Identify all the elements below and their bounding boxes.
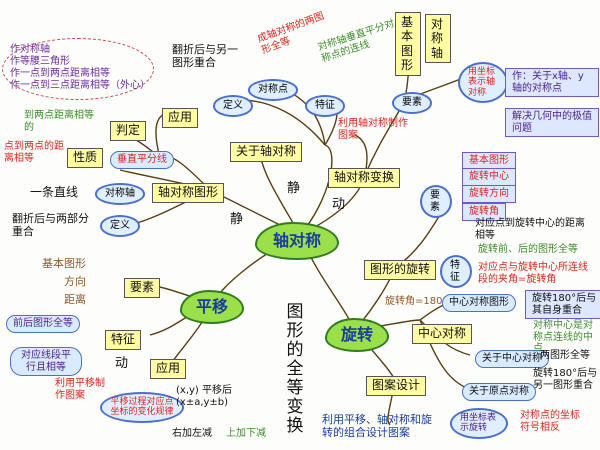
defn-note-left: 翻折后与两部分重合 xyxy=(12,212,89,238)
translation-element-3: 距离 xyxy=(64,293,86,306)
rotation-feature-node: 特征 xyxy=(440,255,472,288)
translation-elements-node: 要素 xyxy=(124,278,161,298)
dynamic-label-2: 动 xyxy=(115,356,129,371)
central-sym-figure-node: 中心对称图形 xyxy=(442,294,516,312)
feature-node-top: 特征 xyxy=(305,95,345,117)
elements-node-top: 要素 xyxy=(392,92,432,114)
element-basic-figure: 基本图形 xyxy=(395,12,421,76)
translation-feature-1: 前后图形全等 xyxy=(6,315,80,333)
property-node: 性质 xyxy=(67,148,104,168)
pattern-design-node: 图案设计 xyxy=(366,376,427,396)
rotation-elements-node: 要素 xyxy=(420,185,452,218)
rotation-element-4: 旋转角 xyxy=(462,203,506,221)
translation-apply-note: 利用平移制作图案 xyxy=(55,378,105,401)
line-note: 一条直线 xyxy=(30,185,79,199)
apply-note-1: 作对称轴 xyxy=(10,44,50,55)
perp-bisector-node: 垂直平分线 xyxy=(110,151,174,169)
rotation-node: 旋转 xyxy=(325,318,389,352)
origin-note: 对称点的坐标符号相反 xyxy=(520,410,580,433)
translation-feature-node: 特征 xyxy=(105,330,142,350)
defn-node-top: 定义 xyxy=(213,95,253,117)
coord-node: 用坐标表示轴对称 xyxy=(458,62,508,104)
dynamic-label: 动 xyxy=(332,197,346,212)
translation-ud: 上加下减 xyxy=(226,428,266,439)
translation-lr: 右加左减 xyxy=(172,428,212,439)
central-sym-box: 旋转180°后与其自身重合 xyxy=(525,290,600,319)
axis-sym-figure-node: 轴对称图形 xyxy=(152,183,225,203)
defn-note-top: 翻折后与另一图形重合 xyxy=(172,43,238,69)
axis-label-node: 对称轴 xyxy=(95,183,145,205)
criterion-note: 到两点距离相等的 xyxy=(24,110,94,133)
about-central-note-1: 对称中心是对称点连线的中点 xyxy=(533,320,593,354)
translation-apply-node: 应用 xyxy=(150,359,187,379)
translation-element-2: 方向 xyxy=(64,275,86,288)
vertical-title: 图形的全等变换 xyxy=(282,302,303,435)
translation-element-1: 基本图形 xyxy=(42,257,86,270)
rotation-figure-node: 图形的旋转 xyxy=(364,260,437,280)
coord-box-1: 作：关于x轴、y轴的对称点 xyxy=(505,68,599,97)
about-axis-node: 关于轴对称 xyxy=(230,142,303,162)
defn-node-left: 定义 xyxy=(100,215,140,237)
rotation-element-1: 基本图形 xyxy=(462,152,516,170)
translation-feature-2: 对应线段平行且相等 xyxy=(10,347,82,376)
central-sym-node: 中心对称 xyxy=(412,324,473,344)
rotation-coord-node: 用坐标表示旋转 xyxy=(450,408,508,439)
translation-node: 平移 xyxy=(180,290,244,324)
translation-coord-rule: (x,y) 平移后 (x±a,y±b) xyxy=(176,385,232,408)
origin-sym-node: 关于原点对称 xyxy=(462,383,536,401)
criterion-node: 判定 xyxy=(110,121,147,141)
about-central-node: 关于中心对称 xyxy=(475,350,549,368)
center-node: 轴对称 xyxy=(255,222,339,260)
apply-node-top: 应用 xyxy=(162,108,199,128)
rot180-note: 旋转180°后与另一图形重合 xyxy=(533,368,598,391)
axis-transform-node: 轴对称变换 xyxy=(328,168,401,188)
property-note: 点到两点的距离相等 xyxy=(4,141,64,164)
rotation-element-2: 旋转中心 xyxy=(462,168,516,186)
rotation-feature-3: 对应点与旋转中心所连线段的夹角=旋转角 xyxy=(478,262,588,285)
pattern-design-note: 利用平移、轴对称和旋转的组合设计图案 xyxy=(322,413,432,439)
rotation-angle-note: 旋转角=180° xyxy=(385,296,448,307)
rotation-element-3: 旋转方向 xyxy=(462,185,516,203)
apply-note-4: 作一点到三点距离相等（外心） xyxy=(10,80,150,91)
translation-process-node: 平移过程对应点坐标的变化规律 xyxy=(100,392,184,423)
apply-notes-oval xyxy=(2,38,154,100)
static-label-2: 静 xyxy=(230,212,244,227)
point-node: 对称点 xyxy=(248,79,298,101)
rotation-feature-1: 对应点到旋转中心的距离相等 xyxy=(475,218,585,241)
static-label: 静 xyxy=(287,181,301,196)
rotation-feature-2: 旋转前、后的图形全等 xyxy=(478,244,578,255)
about-central-note-2: 两图形全等 xyxy=(540,350,590,361)
pattern-note: 利用轴对称制作图案 xyxy=(338,118,408,141)
element-axis: 对称轴 xyxy=(425,14,451,64)
apply-note-3: 作一点到两点距离相等 xyxy=(10,68,110,79)
apply-note-2: 作等腰三角形 xyxy=(10,56,70,67)
coord-box-2: 解决几何中的极值问题 xyxy=(505,108,599,137)
